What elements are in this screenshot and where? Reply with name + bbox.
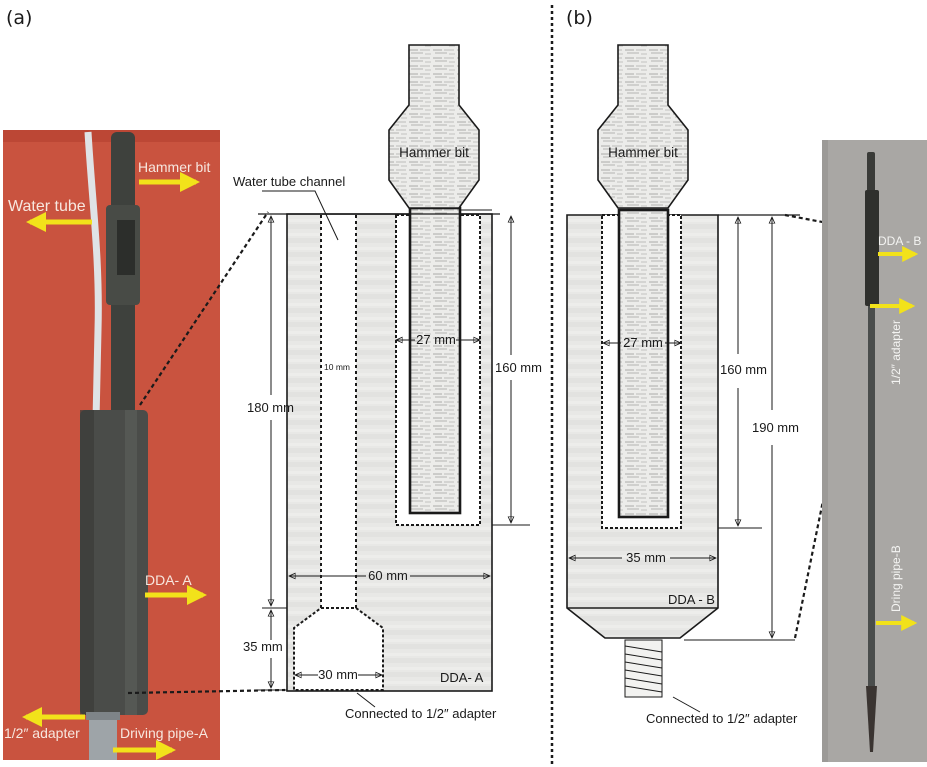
- hammer-bit-label-b: Hammer bit: [608, 145, 678, 160]
- leader-line-top-a: [139, 211, 269, 406]
- water-tube-channel-label: Water tube channel: [233, 174, 345, 189]
- outer-width-label-b: 35 mm: [626, 550, 666, 565]
- connection-note-a: Connected to 1/2″ adapter: [345, 706, 497, 721]
- dda-b-body: [865, 190, 879, 306]
- callout-water-tube: Water tube: [8, 198, 86, 215]
- callout-adapter-b: 1/2″ adapter: [889, 320, 903, 385]
- driving-pipe-b: [868, 306, 875, 686]
- callout-hammer-bit: Hammer bit: [138, 159, 210, 175]
- outer-width-label-a: 60 mm: [368, 568, 408, 583]
- callout-adapter-a: 1/2″ adapter: [4, 725, 80, 741]
- drawing-a: Hammer bit Water tube channel 10 mm 27 m…: [233, 44, 542, 721]
- dda-b-name: DDA - B: [668, 592, 715, 607]
- total-length-label-b: 190 mm: [752, 420, 799, 435]
- drawing-b: Hammer bit 27 mm 160 mm 190 mm 35 mm: [566, 44, 800, 726]
- panel-a-label: (a): [6, 7, 32, 29]
- callout-driving-pipe-a: Driving pipe-A: [120, 725, 209, 741]
- connection-note-b: Connected to 1/2″ adapter: [646, 711, 798, 726]
- callout-dda-b: DDA - B: [878, 234, 921, 248]
- threaded-end-b: [624, 639, 663, 698]
- socket-depth-label-a: 160 mm: [495, 360, 542, 375]
- adapter-length-label-a: 35 mm: [243, 639, 283, 654]
- bit-width-label-a: 27 mm: [416, 332, 456, 347]
- hammer-bit-shank-b: [617, 208, 670, 519]
- bit-width-label-b: 27 mm: [623, 335, 663, 350]
- hammer-bit-shank-a: [408, 206, 462, 515]
- water-tube: [84, 131, 102, 700]
- adapter-width-label-a: 30 mm: [318, 667, 358, 682]
- hammer-bit-label-a: Hammer bit: [399, 145, 469, 160]
- callout-driving-pipe-b: Dring pipe-B: [889, 545, 903, 612]
- total-length-label-a: 180 mm: [247, 400, 294, 415]
- dda-a-name: DDA- A: [440, 670, 484, 685]
- leader-line-bottom-a: [127, 688, 286, 695]
- socket-depth-label-b: 160 mm: [720, 362, 767, 377]
- adapter-cavity-a: [293, 607, 384, 691]
- channel-width-label: 10 mm: [324, 362, 350, 372]
- photo-b: DDA - B 1/2″ adapter Dring pipe-B: [822, 140, 927, 762]
- hammer-bit-head-b: [597, 44, 689, 209]
- panel-b-label: (b): [566, 7, 593, 29]
- hammer-bit-head-a: [388, 44, 480, 209]
- photo-a: Hammer bit Water tube DDA- A 1/2″ adapte…: [3, 130, 220, 760]
- callout-dda-a: DDA- A: [145, 572, 192, 588]
